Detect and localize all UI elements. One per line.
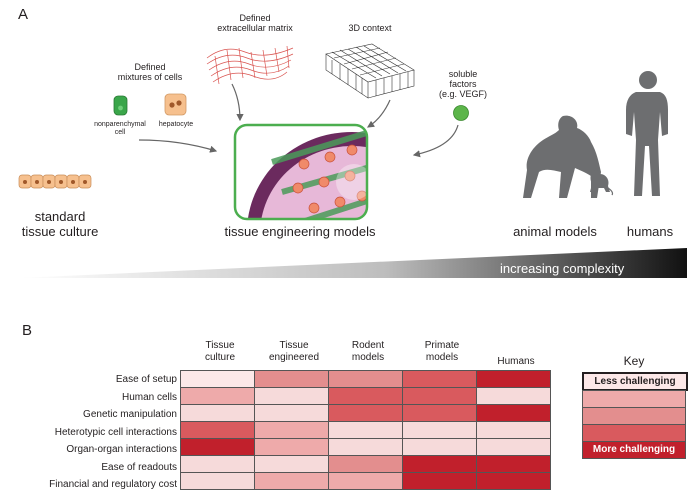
standard-tissue-label: standard tissue culture bbox=[21, 209, 99, 239]
heatmap-cell bbox=[328, 421, 403, 439]
heatmap-row bbox=[180, 421, 551, 439]
humans-label: humans bbox=[626, 224, 674, 239]
key-more-challenging: More challenging bbox=[582, 441, 686, 459]
heatmap-cell bbox=[254, 421, 329, 439]
key-level-2 bbox=[582, 390, 686, 408]
increasing-complexity-label: increasing complexity bbox=[500, 261, 625, 276]
key-level-3 bbox=[582, 407, 686, 425]
col-head-tissue-culture: Tissue culture bbox=[204, 340, 235, 363]
heatmap-cell bbox=[180, 438, 255, 456]
key-title: Key bbox=[623, 354, 645, 368]
heatmap-cell bbox=[328, 472, 403, 490]
heatmap-cell bbox=[254, 387, 329, 405]
soluble-factors-label: soluble factors (e.g. VEGF) bbox=[438, 69, 487, 99]
heatmap-row bbox=[180, 370, 551, 388]
process-arrows bbox=[138, 83, 459, 158]
human-silhouette-icon bbox=[626, 71, 668, 196]
heatmap-cell bbox=[476, 370, 551, 388]
heatmap-cell bbox=[402, 472, 477, 490]
key-less-challenging: Less challenging bbox=[582, 372, 688, 391]
heatmap-cell bbox=[476, 455, 551, 473]
row-label-ease-setup: Ease of setup bbox=[115, 374, 177, 385]
heatmap-cell bbox=[254, 404, 329, 422]
heatmap-cell bbox=[476, 472, 551, 490]
panel-b-letter: B bbox=[22, 322, 33, 339]
row-label-human-cells: Human cells bbox=[121, 392, 177, 403]
heatmap-cell bbox=[402, 387, 477, 405]
defined-mixtures-label: Defined mixtures of cells bbox=[117, 62, 183, 82]
heatmap-cell bbox=[180, 421, 255, 439]
nonparenchymal-label: nonparenchymal cell bbox=[94, 121, 146, 136]
tissue-engineering-model-image bbox=[233, 123, 369, 221]
row-label-organ-organ: Organ-organ interactions bbox=[66, 444, 177, 455]
heatmap-cell bbox=[254, 472, 329, 490]
heatmap-row bbox=[180, 404, 551, 422]
standard-culture-cells-icon bbox=[18, 174, 92, 189]
heatmap-cell bbox=[328, 438, 403, 456]
mouse-silhouette-icon bbox=[590, 169, 614, 196]
heatmap-cell bbox=[328, 455, 403, 473]
complexity-gradient-bar bbox=[18, 248, 687, 278]
heatmap-cell bbox=[402, 404, 477, 422]
col-head-primate-models: Primate models bbox=[424, 340, 460, 363]
row-label-genetic-manipulation: Genetic manipulation bbox=[83, 409, 177, 420]
heatmap-cell bbox=[328, 404, 403, 422]
row-label-ease-readouts: Ease of readouts bbox=[101, 462, 177, 473]
heatmap-cell bbox=[328, 370, 403, 388]
heatmap-cell bbox=[254, 455, 329, 473]
heatmap-cell bbox=[402, 370, 477, 388]
vegf-dot-icon bbox=[453, 105, 469, 121]
defined-ecm-label: Defined extracellular matrix bbox=[217, 13, 293, 33]
ecm-mesh-icon bbox=[206, 45, 294, 85]
heatmap-cell bbox=[180, 387, 255, 405]
tissue-engineering-label: tissue engineering models bbox=[224, 224, 376, 239]
hepatocyte-label: hepatocyte bbox=[158, 121, 194, 128]
heatmap-cell bbox=[180, 404, 255, 422]
context-3d-label: 3D context bbox=[348, 23, 392, 33]
primate-silhouette-icon bbox=[523, 115, 601, 198]
animal-models-label: animal models bbox=[513, 224, 597, 239]
heatmap-cell bbox=[476, 387, 551, 405]
hepatocyte-icon bbox=[164, 93, 187, 116]
heatmap-row bbox=[180, 455, 551, 473]
heatmap-cell bbox=[476, 438, 551, 456]
row-label-financial: Financial and regulatory cost bbox=[49, 479, 177, 490]
row-label-heterotypic: Heterotypic cell interactions bbox=[54, 427, 177, 438]
key-level-4 bbox=[582, 424, 686, 442]
col-head-humans: Humans bbox=[497, 356, 535, 367]
heatmap-cell bbox=[254, 370, 329, 388]
scaffold-3d-icon bbox=[325, 43, 415, 99]
heatmap-cell bbox=[402, 438, 477, 456]
nonparenchymal-cell-icon bbox=[113, 95, 128, 116]
heatmap-cell bbox=[180, 455, 255, 473]
heatmap-row bbox=[180, 387, 551, 405]
col-head-rodent-models: Rodent models bbox=[351, 340, 385, 363]
heatmap-cell bbox=[180, 370, 255, 388]
col-head-tissue-engineered: Tissue engineered bbox=[268, 340, 320, 363]
panel-a-letter: A bbox=[18, 6, 29, 23]
heatmap-row bbox=[180, 472, 551, 490]
heatmap-cell bbox=[402, 455, 477, 473]
heatmap-cell bbox=[476, 404, 551, 422]
heatmap-cell bbox=[180, 472, 255, 490]
heatmap-cell bbox=[254, 438, 329, 456]
heatmap-cell bbox=[402, 421, 477, 439]
heatmap-cell bbox=[328, 387, 403, 405]
challenge-heatmap bbox=[180, 370, 551, 490]
heatmap-cell bbox=[476, 421, 551, 439]
heatmap-row bbox=[180, 438, 551, 456]
